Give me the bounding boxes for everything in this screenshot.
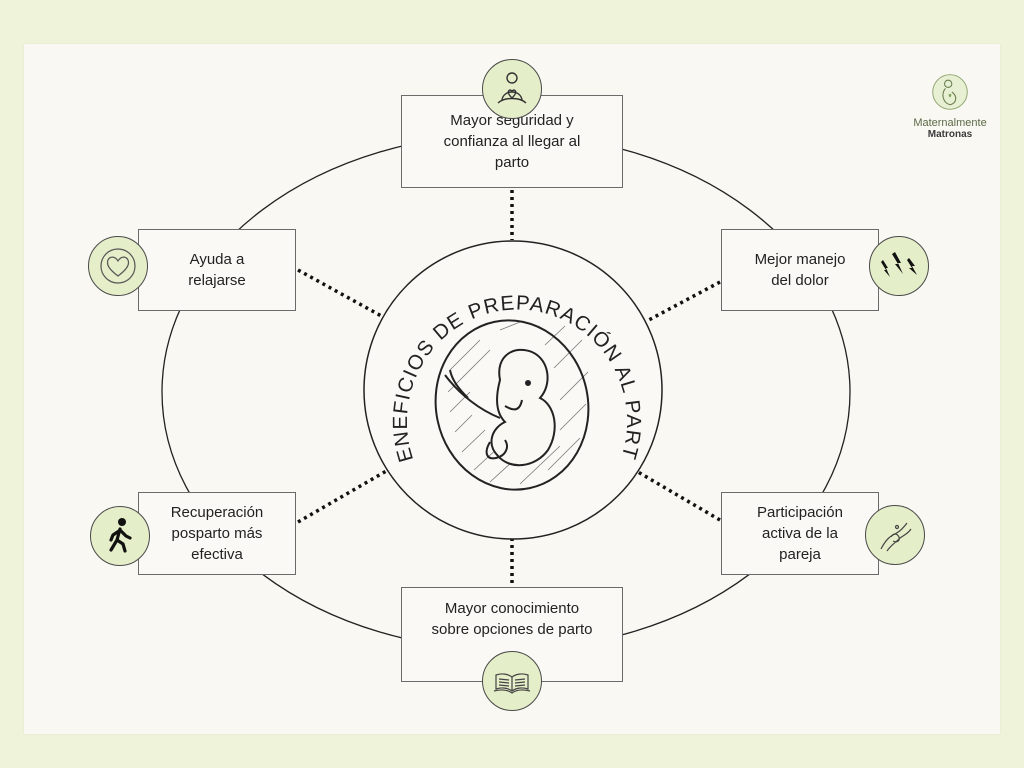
- holding-hands-icon: [865, 505, 925, 565]
- logo-line2: Matronas: [927, 129, 973, 140]
- heart-icon: [88, 236, 148, 296]
- benefit-box-pain: Mejor manejo del dolor: [721, 229, 879, 311]
- connectors: [297, 190, 721, 586]
- benefit-label-relax: Ayuda a relajarse: [188, 251, 246, 289]
- benefit-label-partner: Participación activa de la pareja: [757, 504, 843, 563]
- connector-lower-left: [297, 468, 389, 524]
- benefit-label-security: Mayor seguridad y confianza al llegar al…: [443, 112, 581, 171]
- maternity-logo-icon: [932, 74, 968, 110]
- brand-logo: Maternalmente Matronas: [905, 72, 995, 141]
- lightning-pain-icon: [869, 236, 929, 296]
- fetus-illustration: [434, 319, 590, 491]
- connector-upper-right: [644, 280, 721, 324]
- benefit-box-partner: Participación activa de la pareja: [721, 492, 879, 575]
- benefit-label-pain: Mejor manejo del dolor: [754, 251, 846, 289]
- connector-upper-left: [297, 268, 386, 320]
- benefit-label-recovery: Recuperación posparto más efectiva: [170, 504, 264, 563]
- logo-line1: Maternalmente: [913, 117, 987, 129]
- benefit-box-recovery: Recuperación posparto más efectiva: [138, 492, 296, 575]
- walking-person-icon: [90, 506, 150, 566]
- open-book-icon: [482, 651, 542, 711]
- benefit-label-knowledge: Mayor conocimiento sobre opciones de par…: [431, 600, 593, 638]
- benefit-box-relax: Ayuda a relajarse: [138, 229, 296, 311]
- meditation-heart-icon: [482, 59, 542, 119]
- connector-lower-right: [637, 470, 721, 522]
- benefit-box-security: Mayor seguridad y confianza al llegar al…: [401, 95, 623, 188]
